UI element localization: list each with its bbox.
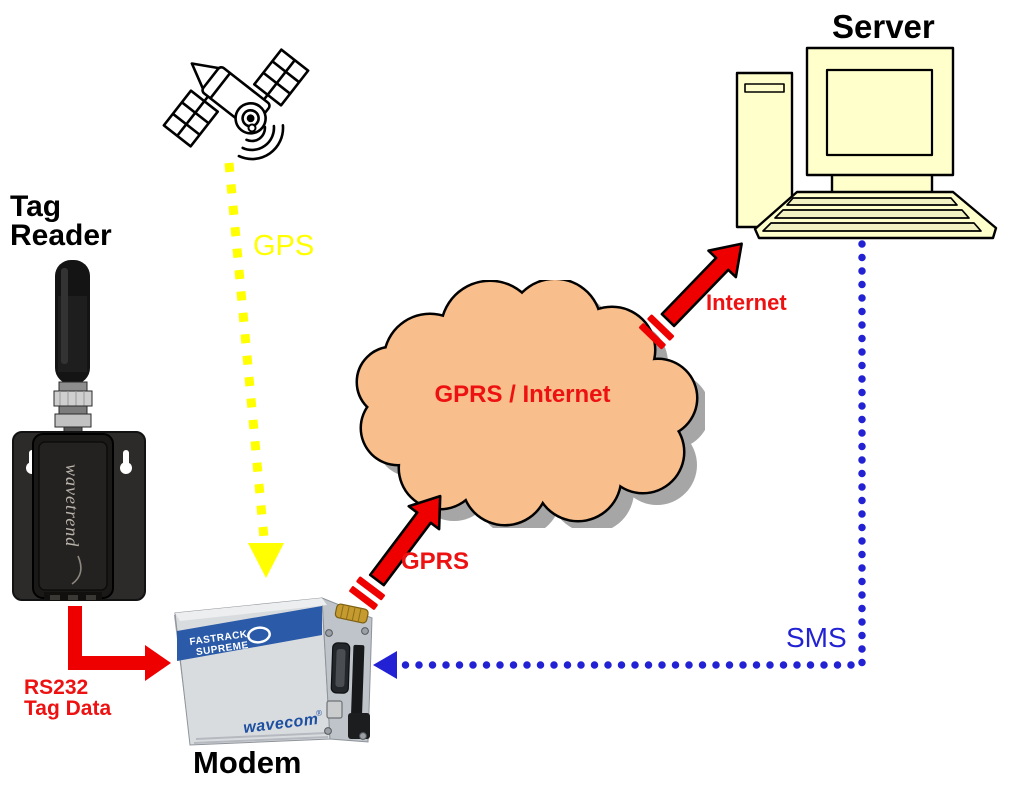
rs232-arrowhead — [145, 645, 171, 681]
satellite-signal-dot — [247, 123, 257, 133]
sms-arrowhead — [373, 651, 397, 679]
keyboard-key-rows — [762, 197, 982, 232]
sms-link-label: SMS — [786, 622, 847, 653]
antenna-connector-icon — [334, 603, 369, 624]
gprs-link-arrow — [349, 494, 442, 610]
sms-link-line — [373, 240, 866, 679]
sim-holder — [350, 644, 365, 730]
tag-reader-label: Tag Reader — [10, 190, 112, 252]
server-tower — [735, 71, 794, 229]
gps-arrowhead — [248, 543, 284, 578]
modem-brand-mark: ® — [316, 708, 323, 718]
desktop-computer-icon — [735, 46, 998, 240]
gps-link-line — [224, 162, 284, 578]
rs232-link-arrow — [68, 606, 171, 681]
rs232-link-label: RS232 Tag Data — [24, 676, 112, 720]
monitor-screen — [825, 68, 934, 157]
modem-photo: FASTRACK SUPREME wavecom ® — [174, 597, 373, 746]
modem-label: Modem — [193, 745, 302, 780]
server-label: Server — [832, 8, 935, 45]
satellite-icon — [162, 48, 310, 161]
cloud-fill — [358, 280, 696, 524]
gps-link-label: GPS — [253, 230, 315, 262]
internet-link-label: Internet — [706, 290, 787, 315]
radio-waves-icon — [237, 124, 285, 161]
tower-drive-slot — [744, 83, 785, 93]
network-cloud-shape — [355, 280, 705, 528]
tag-reader-photo: wavetrend — [12, 260, 146, 601]
internet-link-arrow — [639, 242, 743, 350]
brand-swoosh — [71, 555, 82, 585]
tag-reader-brand-text: wavetrend — [62, 464, 82, 547]
gprs-link-label: GPRS — [401, 548, 470, 575]
cloud-label: GPRS / Internet — [434, 381, 611, 408]
aux-port-icon — [326, 700, 343, 719]
